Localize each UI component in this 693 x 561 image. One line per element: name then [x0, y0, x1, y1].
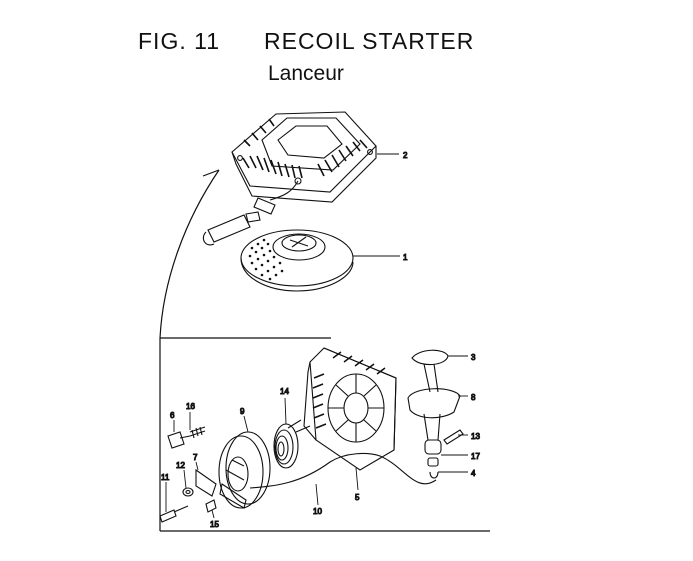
fan-plate-assembly	[240, 229, 354, 292]
callout-7: 7	[193, 453, 198, 462]
small-parts	[159, 426, 217, 523]
callout-6: 6	[170, 411, 175, 420]
figure-subtitle: Lanceur	[268, 62, 344, 85]
starter-rope	[249, 452, 437, 489]
callout-5: 5	[355, 493, 360, 502]
callout-14: 14	[280, 387, 289, 396]
starter-handle	[407, 349, 461, 441]
starter-cover-assembly	[202, 111, 377, 246]
callout-9: 9	[240, 407, 245, 416]
rope-pulley	[218, 431, 271, 509]
callout-12: 12	[176, 461, 185, 470]
callout-11: 11	[161, 473, 170, 482]
callout-8: 8	[471, 393, 476, 402]
callout-2: 2	[403, 151, 408, 160]
figure-name: RECOIL STARTER	[264, 28, 475, 54]
callout-15: 15	[210, 520, 219, 529]
callout-4: 4	[471, 469, 476, 478]
callout-17: 17	[471, 452, 480, 461]
callout-13: 13	[471, 432, 480, 441]
recoil-spring	[273, 423, 299, 469]
assembly-bracket-left	[159, 169, 220, 339]
callout-3: 3	[471, 353, 476, 362]
rope-grip-parts	[424, 429, 464, 479]
callout-10: 10	[313, 507, 322, 516]
figure-title: FIG. 11 RECOIL STARTER	[138, 28, 474, 55]
recoil-case	[287, 347, 397, 471]
callout-1: 1	[403, 253, 408, 262]
figure-number: FIG. 11	[138, 28, 220, 54]
callout-16: 16	[186, 402, 195, 411]
leaders-lower	[165, 355, 468, 519]
